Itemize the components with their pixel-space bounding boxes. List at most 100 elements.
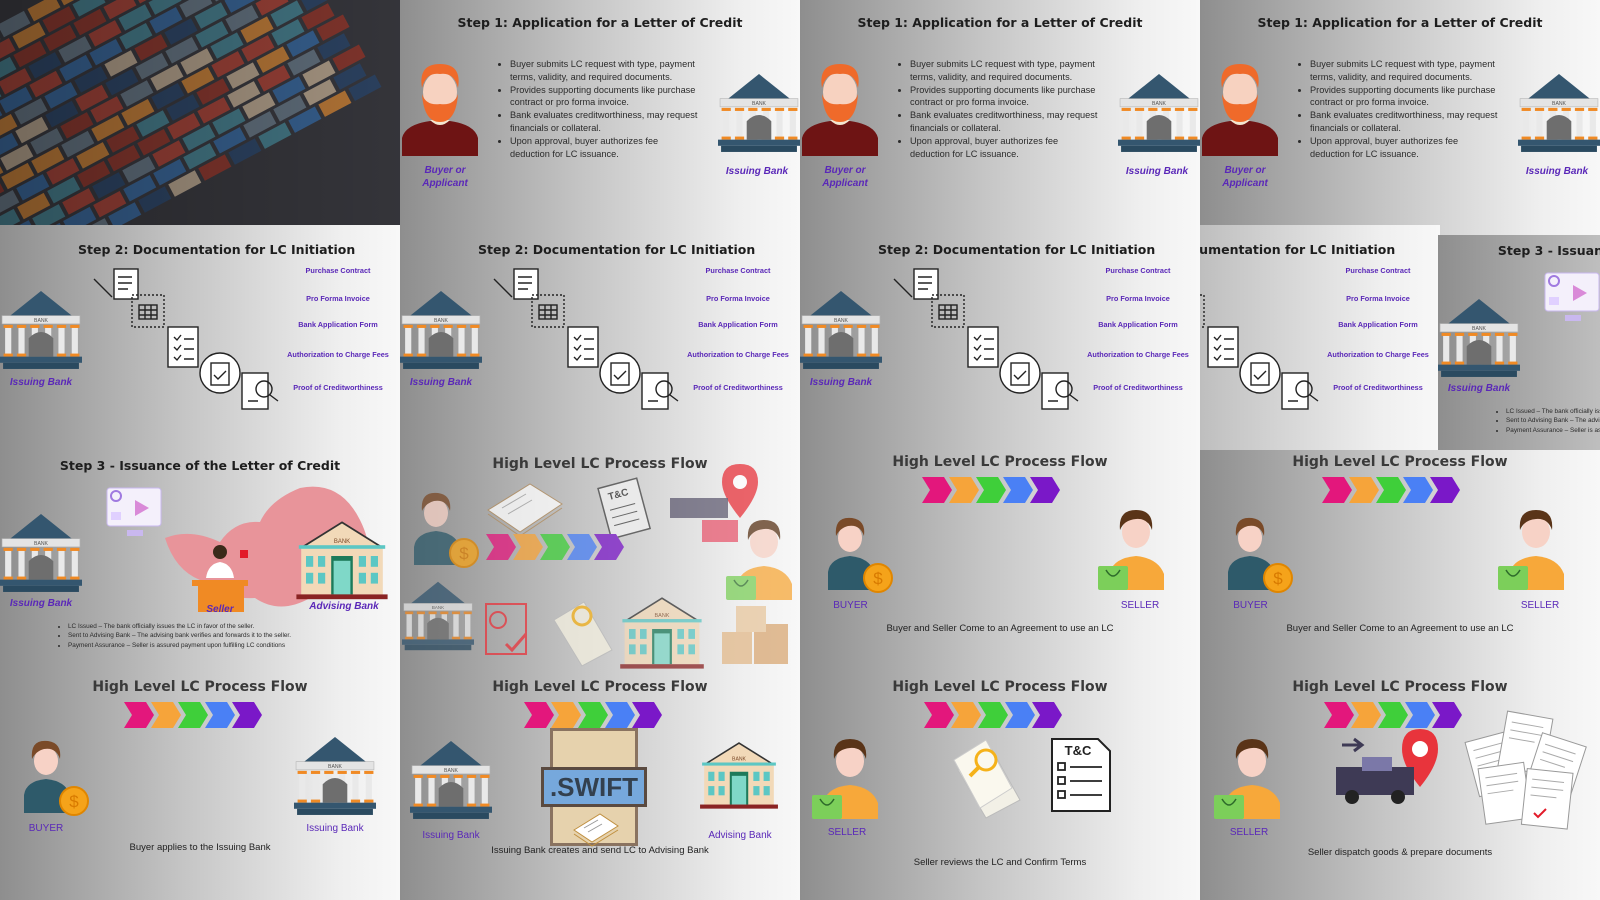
- slide-thumbnail-step1[interactable]: Step 1: Application for a Letter of Cred…: [1200, 0, 1600, 225]
- buyer-applicant-label: Buyer or Applicant: [422, 165, 468, 189]
- slide-thumbnail-step1[interactable]: Step 1: Application for a Letter of Cred…: [400, 0, 800, 225]
- process-step-chevron: [124, 702, 154, 728]
- process-step-chevron: [540, 534, 570, 560]
- bullet-item: LC Issued – The bank officially issues t…: [1506, 407, 1600, 416]
- slide-thumbnail-step3[interactable]: Step 3 - Issuance of the Letter of Credi…: [0, 450, 400, 675]
- step-bullets: LC Issued – The bank officially issues t…: [1496, 407, 1600, 435]
- container-port-photo: [0, 0, 400, 225]
- slide-title: Step 3 - Issuance of the Letter of Credi…: [59, 458, 341, 473]
- bank-icon: BANK: [0, 291, 82, 369]
- slide-thumbnail-photo[interactable]: [0, 0, 400, 225]
- process-step-chevron: [1432, 702, 1462, 728]
- bank-sign: BANK: [752, 101, 767, 107]
- slide-title: High Level LC Process Flow: [892, 679, 1108, 695]
- process-step-chevron: [1322, 477, 1352, 503]
- bank-sign: BANK: [1152, 101, 1167, 107]
- bullet-item: Upon approval, buyer authorizes fee dedu…: [910, 135, 1100, 161]
- process-step-chevron: [594, 534, 624, 560]
- seller-label: SELLER: [1229, 827, 1269, 838]
- bank-icon: BANK: [400, 291, 482, 369]
- caption: Seller dispatch goods & prepare document…: [1307, 847, 1493, 858]
- document-label: Purchase Contract: [1105, 266, 1171, 275]
- process-step-chevron: [1324, 702, 1354, 728]
- process-step-chevron: [1032, 702, 1062, 728]
- buyer-label: BUYER: [1233, 600, 1268, 611]
- slide-title: High Level LC Process Flow: [492, 456, 708, 472]
- slide-thumbnail-agree[interactable]: High Level LC Process Flow $ BUYER SELLE…: [800, 450, 1200, 675]
- process-step-chevron: [551, 702, 581, 728]
- slide-step2-partial: Step 2: Documentation for LC Initiation …: [1200, 225, 1440, 450]
- process-step-chevron: [1003, 477, 1033, 503]
- bank-icon: BANK: [718, 74, 800, 152]
- slide-thumbnail-step2[interactable]: Step 2: Documentation for LC Initiation …: [0, 225, 400, 450]
- bank-sign: BANK: [655, 613, 670, 619]
- slide-thumbnail-step2[interactable]: Step 2: Documentation for LC Initiation …: [400, 225, 800, 450]
- bullet-item: Provides supporting documents like purch…: [510, 84, 700, 110]
- process-step-chevron: [1405, 702, 1435, 728]
- document-icons: [1200, 294, 1319, 410]
- process-chevrons: [486, 534, 624, 560]
- step-bullets: Buyer submits LC request with type, paym…: [900, 58, 1100, 160]
- process-chevrons: [924, 702, 1062, 728]
- process-step-chevron: [1378, 702, 1408, 728]
- process-step-chevron: [578, 702, 608, 728]
- seller-label: SELLER: [1120, 600, 1160, 611]
- buyer-avatar-icon: $: [414, 492, 479, 568]
- seller-avatar-icon: [726, 520, 792, 600]
- issuing-bank-label: Issuing Bank: [1125, 166, 1189, 177]
- bank-icon: BANK: [1438, 299, 1520, 377]
- advising-bank-icon: BANK: [620, 597, 704, 669]
- step-bullets: Buyer submits LC request with type, paym…: [1300, 58, 1500, 160]
- buyer-label: BUYER: [833, 600, 868, 611]
- issuing-bank-label: Issuing Bank: [9, 598, 73, 609]
- seller-at-desk-icon: [192, 545, 248, 612]
- dollar-icon: $: [1273, 569, 1283, 588]
- slide-title: High Level LC Process Flow: [1292, 679, 1508, 695]
- slide-thumbnail-dispatch[interactable]: High Level LC Process Flow SELLER Seller…: [1200, 675, 1600, 900]
- process-chevrons: [922, 477, 1060, 503]
- buyer-avatar-icon: $: [24, 740, 89, 816]
- process-step-chevron: [605, 702, 635, 728]
- issuing-bank-label: Issuing Bank: [409, 377, 473, 388]
- document-label: Proof of Creditworthiness: [693, 383, 783, 392]
- lc-document-magnifier-icon: [953, 739, 1021, 819]
- process-chevrons: [524, 702, 662, 728]
- slide-thumbnail-step2[interactable]: Step 2: Documentation for LC Initiation …: [800, 225, 1200, 450]
- advising-bank-icon: BANK: [700, 742, 778, 809]
- delivery-truck-pin-icon: [1336, 729, 1438, 804]
- slide-thumbnail-agree[interactable]: High Level LC Process Flow $ BUYER SELLE…: [1200, 450, 1600, 675]
- process-step-chevron: [922, 477, 952, 503]
- document-label: Authorization to Charge Fees: [687, 350, 789, 359]
- slide-title: Step 1: Application for a Letter of Cred…: [457, 15, 743, 30]
- slide-thumbnail-split[interactable]: Step 2: Documentation for LC Initiation …: [1200, 225, 1600, 450]
- shipping-documents-icon: [1464, 710, 1587, 830]
- bank-sign: BANK: [34, 318, 49, 324]
- document-label: Authorization to Charge Fees: [1087, 350, 1189, 359]
- document-label: Authorization to Charge Fees: [1327, 350, 1429, 359]
- monitor-chart-icon: [1544, 272, 1600, 321]
- bank-sign: BANK: [444, 768, 459, 774]
- slide-title: Step 2: Documentation for LC Initiation: [878, 242, 1156, 257]
- process-step-chevron: [513, 534, 543, 560]
- process-step-chevron: [976, 477, 1006, 503]
- slide-thumbnail-apply[interactable]: High Level LC Process Flow $ BANK BUYER …: [0, 675, 400, 900]
- slide-thumbnail-swift[interactable]: High Level LC Process Flow BANK BANK .SW…: [400, 675, 800, 900]
- bullet-item: Bank evaluates creditworthiness, may req…: [510, 109, 700, 135]
- slide-title: High Level LC Process Flow: [492, 679, 708, 695]
- bank-icon: BANK: [402, 581, 474, 651]
- bank-sign: BANK: [432, 605, 444, 610]
- bank-sign: BANK: [834, 318, 849, 324]
- document-icons: [93, 268, 279, 410]
- slide-thumbnail-collage[interactable]: High Level LC Process Flow $ T&C BANK BA…: [400, 450, 800, 675]
- dollar-icon: $: [69, 792, 79, 811]
- process-step-chevron: [1351, 702, 1381, 728]
- bank-sign: BANK: [328, 764, 343, 770]
- bullet-item: Bank evaluates creditworthiness, may req…: [910, 109, 1100, 135]
- seller-label: SELLER: [1520, 600, 1560, 611]
- bank-icon: BANK: [410, 741, 492, 819]
- slide-thumbnail-review[interactable]: High Level LC Process Flow T&C SELLER Se…: [800, 675, 1200, 900]
- slide-title: High Level LC Process Flow: [1292, 454, 1508, 470]
- bullet-item: Provides supporting documents like purch…: [1310, 84, 1500, 110]
- slide-thumbnail-step1[interactable]: Step 1: Application for a Letter of Cred…: [800, 0, 1200, 225]
- issuing-bank-label: Issuing Bank: [1447, 383, 1511, 394]
